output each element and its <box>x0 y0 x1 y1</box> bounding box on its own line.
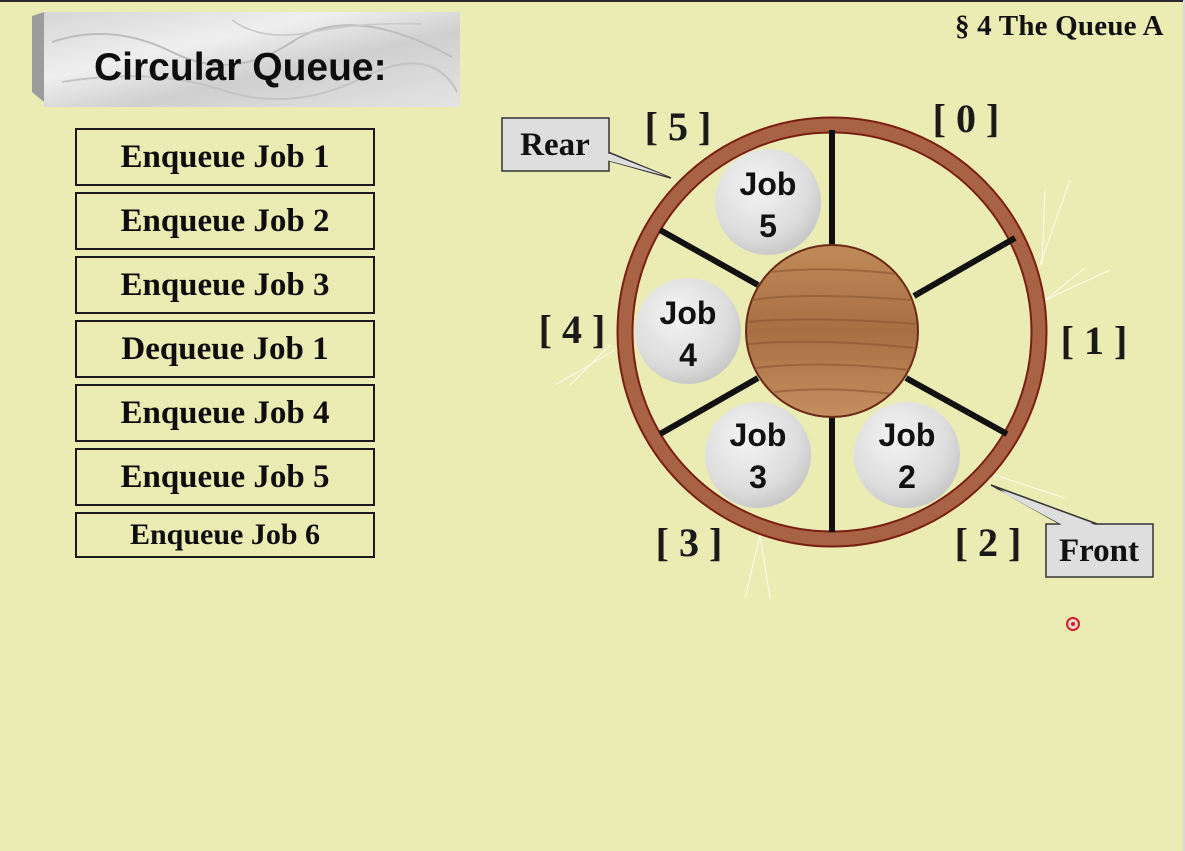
ring <box>616 116 1048 548</box>
slot-dividers <box>658 130 1017 532</box>
hub <box>745 244 919 418</box>
job-4-word: Job <box>660 295 717 331</box>
sparkle-marks <box>554 179 1111 599</box>
enqueue-job-3-button[interactable]: Enqueue Job 3 <box>75 256 375 314</box>
pointer-dot-icon <box>1066 617 1080 631</box>
job-3-number: 3 <box>749 459 767 495</box>
enqueue-job-4-button[interactable]: Enqueue Job 4 <box>75 384 375 442</box>
job-3-word: Job <box>730 417 787 453</box>
index-0-label: [ 0 ] <box>933 96 1000 141</box>
job-disc-3: Job 3 <box>705 402 811 508</box>
job-disc-2: Job 2 <box>854 402 960 508</box>
job-disc-4: Job 4 <box>635 278 741 384</box>
enqueue-job-2-button[interactable]: Enqueue Job 2 <box>75 192 375 250</box>
job-4-number: 4 <box>679 337 697 373</box>
index-4-label: [ 4 ] <box>539 307 606 352</box>
index-1-label: [ 1 ] <box>1061 318 1128 363</box>
job-5-word: Job <box>740 166 797 202</box>
index-5-label: [ 5 ] <box>645 104 712 149</box>
enqueue-job-6-button[interactable]: Enqueue Job 6 <box>75 512 375 558</box>
job-2-number: 2 <box>898 459 916 495</box>
title-banner: Circular Queue: <box>32 12 460 107</box>
page-title: Circular Queue: <box>94 46 387 89</box>
index-2-label: [ 2 ] <box>955 520 1022 565</box>
dequeue-job-1-button[interactable]: Dequeue Job 1 <box>75 320 375 378</box>
enqueue-job-5-button[interactable]: Enqueue Job 5 <box>75 448 375 506</box>
front-callout: Front <box>990 484 1154 578</box>
operations-list: Enqueue Job 1 Enqueue Job 2 Enqueue Job … <box>75 128 375 564</box>
section-title: § 4 The Queue A <box>955 10 1164 42</box>
right-edge <box>1183 0 1185 851</box>
top-border <box>0 0 1185 2</box>
job-5-number: 5 <box>759 208 777 244</box>
job-2-word: Job <box>879 417 936 453</box>
enqueue-job-1-button[interactable]: Enqueue Job 1 <box>75 128 375 186</box>
index-3-label: [ 3 ] <box>656 520 723 565</box>
rear-label: Rear <box>520 127 590 163</box>
job-disc-5: Job 5 <box>715 149 821 255</box>
front-label: Front <box>1059 533 1139 569</box>
rear-callout: Rear <box>501 117 672 179</box>
